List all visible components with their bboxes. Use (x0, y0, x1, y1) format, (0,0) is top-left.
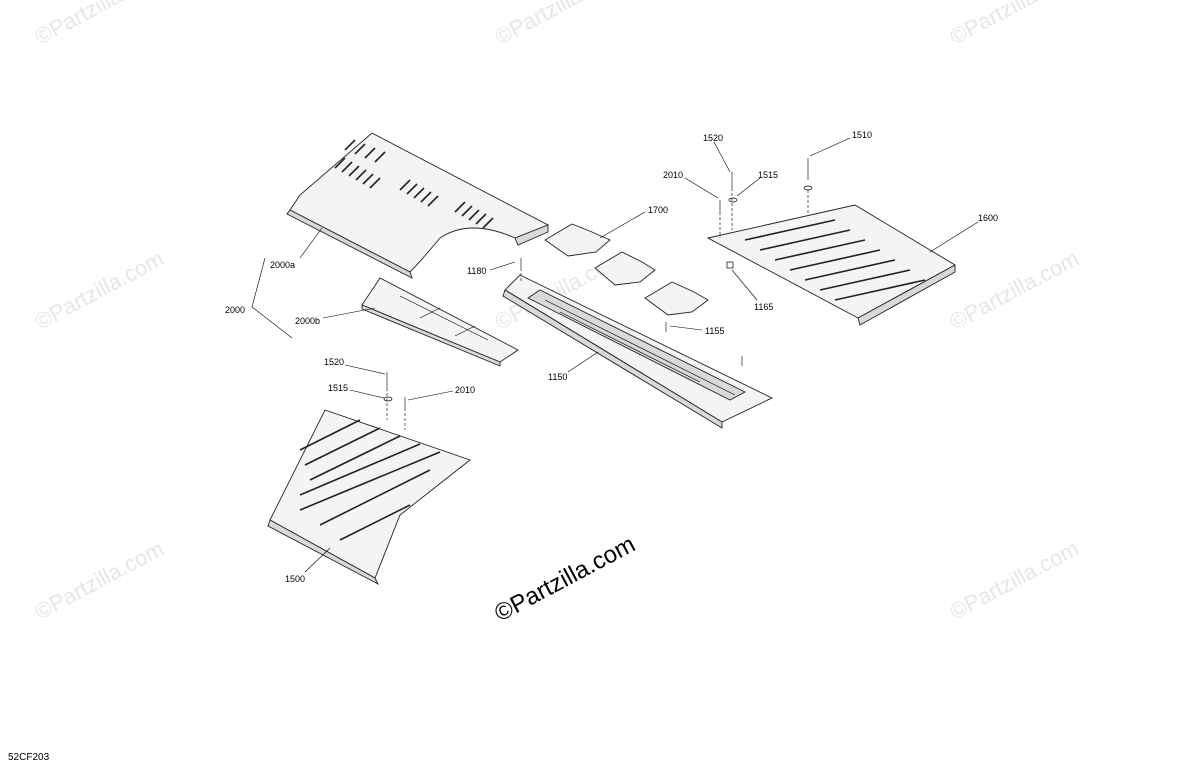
diagram-code: 52CF203 (8, 752, 50, 763)
watermark-mid-right: ©Partzilla.com (946, 246, 1083, 335)
nut-1165[interactable] (726, 261, 734, 269)
watermark-top-left: ©Partzilla.com (31, 0, 168, 49)
callout-1520-bottom: 1520 (324, 357, 344, 367)
washer-1515-top[interactable] (803, 185, 813, 191)
callout-2010-top: 2010 (663, 170, 683, 180)
callout-labels: 2000a 2000 2000b 1180 1700 1150 1155 152… (225, 130, 998, 584)
callout-1600: 1600 (978, 213, 998, 223)
watermark-mid-left: ©Partzilla.com (31, 246, 168, 335)
leader-lines (251, 137, 979, 573)
1600-grate-pattern (744, 219, 926, 301)
fasteners (383, 158, 813, 408)
part-1500-floor-panel[interactable] (267, 409, 471, 586)
watermark-bottom-right: ©Partzilla.com (946, 536, 1083, 625)
callout-1165: 1165 (754, 302, 773, 312)
callout-1150: 1150 (548, 372, 567, 382)
part-2000a-tunnel-cover[interactable] (286, 132, 550, 279)
callout-1510: 1510 (852, 130, 872, 140)
watermark-top-right: ©Partzilla.com (946, 0, 1083, 49)
1500-grate-pattern (299, 419, 441, 541)
part-1600-floor-panel[interactable] (706, 204, 956, 326)
part-2000b-plate[interactable] (361, 277, 519, 367)
washer-1515-top-b[interactable] (728, 197, 738, 203)
partzilla-watermark: ©Partzilla.com (490, 531, 640, 628)
callout-1700: 1700 (648, 205, 668, 215)
callout-2000: 2000 (225, 305, 245, 315)
part-1700-clamps[interactable] (544, 223, 709, 316)
callout-1180: 1180 (467, 266, 486, 276)
watermark-bottom-left: ©Partzilla.com (31, 536, 168, 625)
callout-2000a: 2000a (270, 260, 295, 270)
callout-1155: 1155 (705, 326, 724, 336)
2000a-vent-slots (334, 139, 494, 229)
callout-2000b: 2000b (295, 316, 320, 326)
callout-1500: 1500 (285, 574, 305, 584)
callout-2010-bottom: 2010 (455, 385, 475, 395)
install-guides (386, 188, 809, 430)
callout-1520-top: 1520 (703, 133, 723, 143)
watermark-top-center: ©Partzilla.com (491, 0, 628, 49)
washer-1515-bottom[interactable] (383, 396, 393, 402)
part-1150-center-rail[interactable] (502, 274, 774, 429)
callout-1515-bottom: 1515 (328, 383, 348, 393)
callout-1515-top: 1515 (758, 170, 778, 180)
